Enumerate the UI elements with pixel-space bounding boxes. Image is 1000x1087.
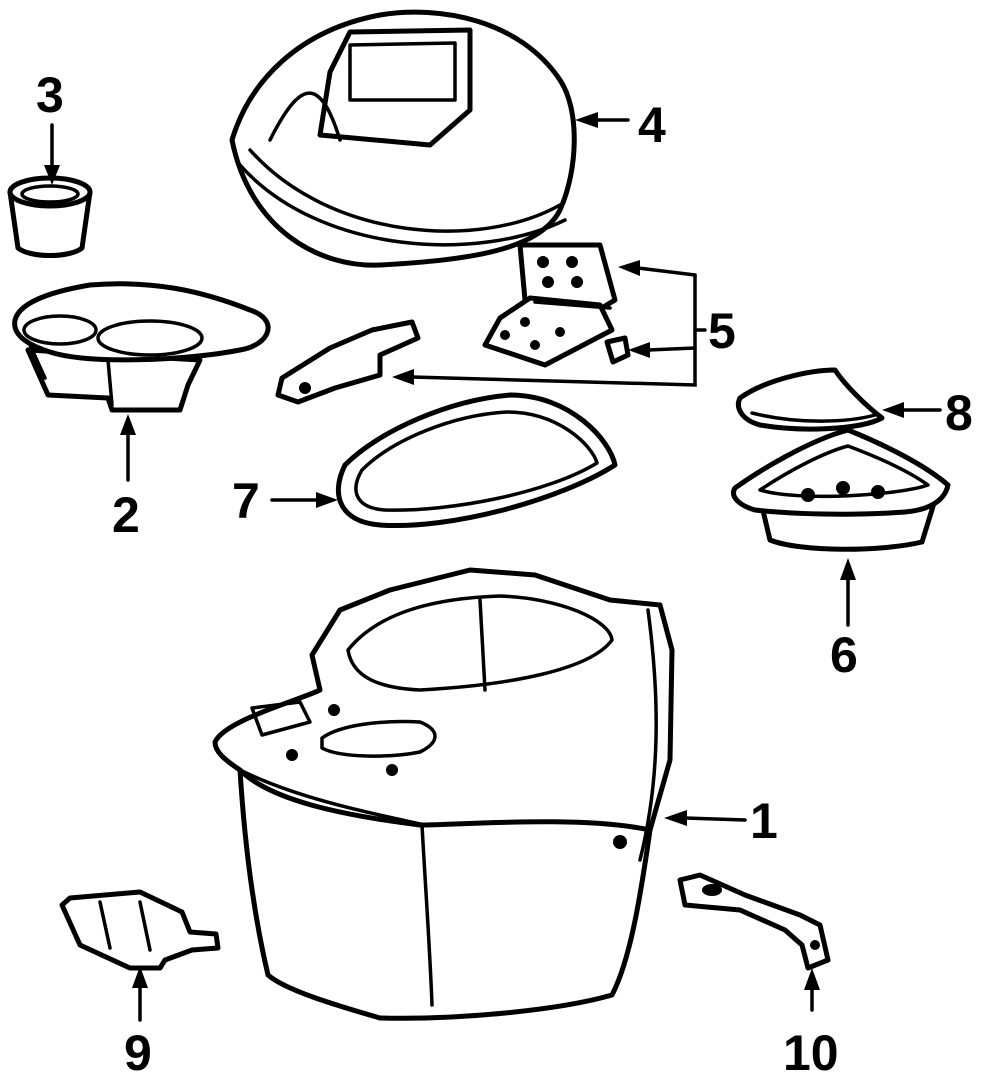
callout-1: 1 [750, 793, 778, 849]
callout-5: 5 [708, 303, 736, 359]
callout-8: 8 [945, 385, 973, 441]
callout-numbers: 1 2 3 4 5 6 7 8 9 10 [36, 67, 973, 1081]
callout-3: 3 [36, 67, 64, 123]
hinge-latch-set[interactable] [275, 242, 631, 405]
leader-lines [44, 112, 942, 1022]
callout-4: 4 [638, 97, 666, 153]
callout-6: 6 [830, 627, 858, 683]
callout-9: 9 [124, 1025, 152, 1081]
callout-10: 10 [783, 1025, 839, 1081]
console-body[interactable] [212, 567, 675, 1021]
lid-seal-mat[interactable] [335, 392, 618, 529]
storage-tray[interactable] [731, 427, 951, 552]
tray-lid[interactable] [735, 367, 885, 432]
mounting-bracket[interactable] [677, 872, 831, 971]
cup-holder-tray[interactable] [12, 281, 271, 413]
cup-insert[interactable] [7, 175, 93, 258]
callout-7: 7 [232, 473, 260, 529]
bracket-clip[interactable] [59, 889, 221, 971]
armrest-lid[interactable] [229, 9, 577, 268]
callout-2: 2 [112, 487, 140, 543]
